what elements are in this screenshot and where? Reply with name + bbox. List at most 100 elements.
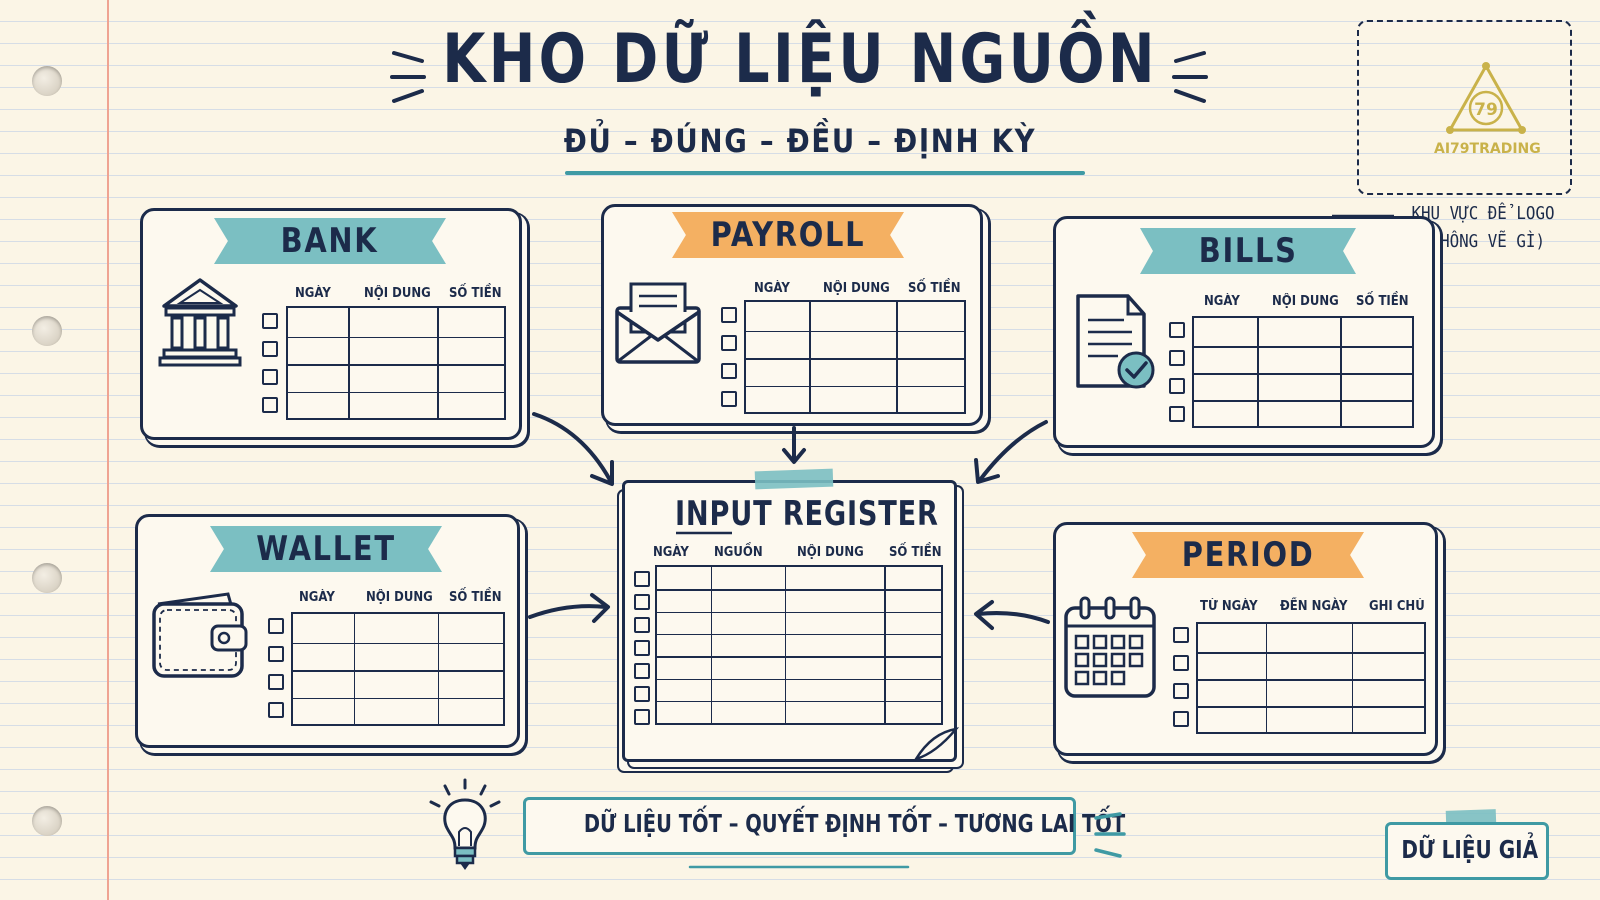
logo-text: AI79TRADING <box>1434 141 1541 157</box>
column-header: SỐ TIỀN <box>449 286 502 301</box>
arrow-payroll-to-register <box>782 426 806 464</box>
logo-number: 79 <box>1474 100 1498 120</box>
page-subtitle: ĐỦ – ĐÚNG – ĐỀU – ĐỊNH KỲ <box>563 122 1037 160</box>
bank-icon <box>158 278 242 367</box>
column-header: SỐ TIỀN <box>908 281 961 296</box>
binder-hole <box>32 806 62 836</box>
row-checkbox[interactable] <box>268 646 284 662</box>
column-header: SỐ TIỀN <box>449 590 502 605</box>
slogan-text: DỮ LIỆU TỐT – QUYẾT ĐỊNH TỐT – TƯƠNG LAI… <box>583 809 1126 838</box>
bills-banner: BILLS <box>1140 228 1356 274</box>
row-checkbox[interactable] <box>1173 627 1189 643</box>
bank-table <box>286 306 506 420</box>
row-checkbox[interactable] <box>262 313 278 329</box>
period-table <box>1196 622 1426 734</box>
row-checkbox[interactable] <box>634 617 650 633</box>
column-header: NỘI DUNG <box>1272 294 1339 309</box>
payroll-banner: PAYROLL <box>672 212 904 258</box>
row-checkbox[interactable] <box>721 307 737 323</box>
logo-note-line1: KHU VỰC ĐỂ LOGO <box>1411 203 1555 224</box>
column-header: GHI CHÚ <box>1369 599 1425 614</box>
column-header: NGÀY <box>295 286 331 301</box>
column-header: SỐ TIỀN <box>889 545 942 560</box>
row-checkbox[interactable] <box>634 686 650 702</box>
row-checkbox[interactable] <box>1169 322 1185 338</box>
wallet-icon <box>152 592 248 678</box>
row-checkbox[interactable] <box>262 369 278 385</box>
lightbulb-icon <box>429 778 501 870</box>
row-checkbox[interactable] <box>634 571 650 587</box>
row-checkbox[interactable] <box>1173 711 1189 727</box>
row-checkbox[interactable] <box>721 335 737 351</box>
payroll-label: PAYROLL <box>710 215 866 255</box>
logo-note-line2: (KHÔNG VẼ GÌ) <box>1421 231 1545 252</box>
row-checkbox[interactable] <box>262 397 278 413</box>
slogan-box <box>523 797 1076 855</box>
row-checkbox[interactable] <box>1173 683 1189 699</box>
column-header: ĐẾN NGÀY <box>1280 599 1348 614</box>
logo-placeholder <box>1357 20 1572 195</box>
row-checkbox[interactable] <box>634 594 650 610</box>
column-header: SỐ TIỀN <box>1356 294 1409 309</box>
arrow-period-to-register <box>974 600 1050 630</box>
period-label: PERIOD <box>1181 535 1315 575</box>
row-checkbox[interactable] <box>268 618 284 634</box>
notebook-margin-line <box>107 0 109 900</box>
title-emphasis-left-icon <box>390 51 426 103</box>
slogan-emphasis-icon <box>1094 812 1126 858</box>
row-checkbox[interactable] <box>634 640 650 656</box>
column-header: NGÀY <box>299 590 335 605</box>
input-register-title: INPUT REGISTER <box>675 494 939 534</box>
column-header: NGUỒN <box>714 545 763 560</box>
column-header: TỪ NGÀY <box>1200 599 1258 614</box>
logo-note: KHU VỰC ĐỂ LOGO (KHÔNG VẼ GÌ) <box>1395 200 1571 256</box>
binder-hole <box>32 563 62 593</box>
fake-data-badge <box>1385 822 1549 880</box>
logo-emblem-icon: 79 <box>1446 62 1526 134</box>
column-header: NỘI DUNG <box>823 281 890 296</box>
row-checkbox[interactable] <box>262 341 278 357</box>
envelope-icon <box>615 282 701 364</box>
column-header: NGÀY <box>653 545 689 560</box>
wallet-banner: WALLET <box>210 526 442 572</box>
binder-hole <box>32 66 62 96</box>
input-register-card <box>622 480 957 762</box>
title-underline <box>676 531 732 535</box>
period-banner: PERIOD <box>1132 532 1364 578</box>
bills-table <box>1192 316 1414 428</box>
row-checkbox[interactable] <box>1169 378 1185 394</box>
row-checkbox[interactable] <box>1169 350 1185 366</box>
arrow-wallet-to-register <box>528 593 610 623</box>
column-header: NỘI DUNG <box>364 286 431 301</box>
row-checkbox[interactable] <box>634 709 650 725</box>
page-title: KHO DỮ LIỆU NGUỒN <box>442 20 1158 99</box>
document-check-icon <box>1076 294 1155 389</box>
column-header: NỘI DUNG <box>797 545 864 560</box>
calendar-icon <box>1064 596 1156 698</box>
wallet-table <box>291 612 505 726</box>
arrow-bank-to-register <box>532 412 614 486</box>
binder-hole <box>32 316 62 346</box>
row-checkbox[interactable] <box>268 702 284 718</box>
page-curl-icon <box>913 727 960 762</box>
tape-strip <box>754 468 834 490</box>
row-checkbox[interactable] <box>721 363 737 379</box>
column-header: NỘI DUNG <box>366 590 433 605</box>
bank-label: BANK <box>281 221 379 261</box>
slogan-underline <box>688 865 910 869</box>
subtitle-underline <box>565 171 1085 175</box>
column-header: NGÀY <box>1204 294 1240 309</box>
input-register-table <box>655 565 943 725</box>
title-emphasis-right-icon <box>1172 51 1208 103</box>
arrow-bills-to-register <box>974 420 1048 484</box>
row-checkbox[interactable] <box>268 674 284 690</box>
bank-banner: BANK <box>214 218 446 264</box>
bills-label: BILLS <box>1198 231 1298 271</box>
row-checkbox[interactable] <box>1173 655 1189 671</box>
row-checkbox[interactable] <box>634 663 650 679</box>
row-checkbox[interactable] <box>721 391 737 407</box>
payroll-table <box>744 300 966 414</box>
wallet-label: WALLET <box>256 529 396 569</box>
column-header: NGÀY <box>754 281 790 296</box>
row-checkbox[interactable] <box>1169 406 1185 422</box>
